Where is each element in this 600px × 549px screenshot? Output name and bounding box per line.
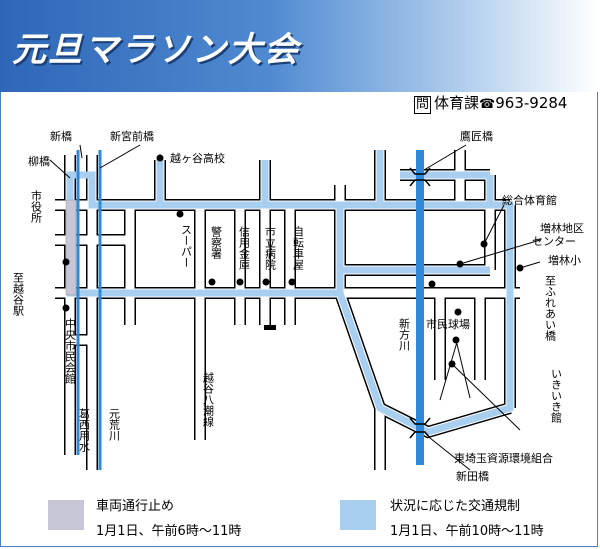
traffic-regulation-route xyxy=(66,150,514,436)
regulation-time: 1月1日、午前10時～11時 xyxy=(390,524,544,539)
label-chuo-civic-hall: 中央市民会館 xyxy=(64,318,77,385)
traffic-regulation-swatch xyxy=(340,500,376,530)
label-takajo-bridge: 鷹匠橋 xyxy=(460,129,493,143)
label-supermarket: スーパー xyxy=(180,224,193,268)
label-city-hall: 市役所 xyxy=(30,189,43,224)
label-shinden-bridge: 新田橋 xyxy=(456,469,489,483)
label-city-hospital: 市立病院 xyxy=(264,225,277,270)
label-general-gymnasium: 総合体育館 xyxy=(502,193,557,207)
label-masubayashi-school: 増林小 xyxy=(548,253,581,267)
label-to-fureai-bridge: 至ふれあい橋 xyxy=(544,275,557,342)
telephone-icon: ☎ xyxy=(479,97,496,112)
label-shinmiyamae-bridge: 新宮前橋 xyxy=(110,129,154,143)
inquiry-icon: 問 xyxy=(414,96,432,114)
label-police-station: 警察署 xyxy=(210,225,223,260)
bridge-markers xyxy=(409,167,431,439)
phone-number: 963-9284 xyxy=(495,94,568,112)
closure-time: 1月1日、午前6時～11時 xyxy=(96,524,242,539)
label-to-koshigaya-station: 至越谷駅 xyxy=(12,272,25,317)
label-shinkata-river: 新方川 xyxy=(398,317,411,351)
label-shinbashi: 新橋 xyxy=(50,129,72,143)
page-title: 元旦マラソン大会 xyxy=(12,30,300,70)
label-koshigaya-high-school: 越ヶ谷高校 xyxy=(170,151,225,165)
label-masubayashi-center: 増林地区センター xyxy=(532,221,584,248)
label-civic-ballpark: 市民球場 xyxy=(426,317,470,331)
contact-info: 問体育課☎963-9284 xyxy=(414,92,567,114)
department-name: 体育課 xyxy=(434,94,480,112)
regulation-title: 状況に応じた交通規制 xyxy=(390,499,521,514)
vehicle-closure-legend: 車両通行止め 1月1日、午前6時～11時 xyxy=(96,495,241,539)
closure-title: 車両通行止め xyxy=(96,499,175,514)
label-higashisaitama-kankyo: 東埼玉資源環境組合 xyxy=(454,451,553,465)
label-bicycle-shop: 自転車屋 xyxy=(292,226,305,271)
label-yanagibashi: 柳橋 xyxy=(28,154,50,168)
label-ikiiki-hall: いきいき館 xyxy=(550,368,563,424)
traffic-regulation-legend: 状況に応じた交通規制 1月1日、午前10時～11時 xyxy=(390,495,544,539)
landmark-dots xyxy=(62,154,524,368)
vehicle-closure-swatch xyxy=(48,500,84,530)
vehicle-closure-segment xyxy=(65,199,77,296)
label-motoarakawa: 元荒川 xyxy=(108,408,121,441)
title-banner: 元旦マラソン大会 xyxy=(0,0,598,92)
label-koshigaya-yashio-line: 越谷八潮線 xyxy=(202,371,215,427)
leader-lines xyxy=(49,144,541,471)
label-credit-union: 信用金庫 xyxy=(238,226,251,271)
label-kasai-canal: 葛西用水 xyxy=(78,408,91,452)
